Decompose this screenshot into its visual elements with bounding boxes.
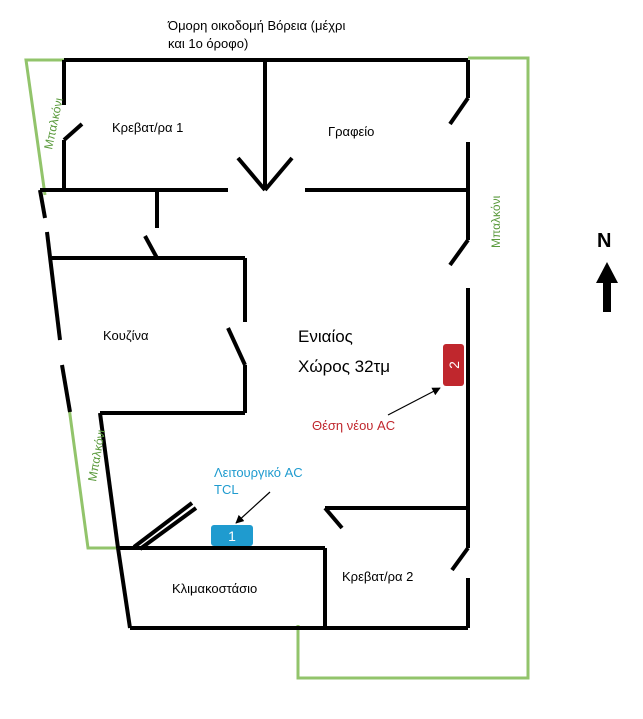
north-arrow-icon [596, 262, 618, 312]
ac-new-pointer [387, 387, 441, 416]
north-label: N [597, 230, 611, 252]
balcony-label-right: Μπαλκόνι [489, 195, 503, 248]
ac-existing-label-2: TCL [214, 482, 239, 497]
room-label-office: Γραφείο [328, 124, 374, 139]
room-label-kitchen: Κουζίνα [103, 328, 149, 343]
ac-new: 2 Θέση νέου AC [312, 344, 464, 433]
ac-existing: 1 Λειτουργικό AC TCL [211, 465, 303, 546]
room-label-bedroom2: Κρεβατ/ρα 2 [342, 569, 413, 584]
ac-new-marker-label: 2 [446, 361, 462, 369]
title-line-2: και 1ο όροφο) [168, 36, 248, 51]
ac-new-label: Θέση νέου AC [312, 418, 395, 433]
ac-existing-marker-label: 1 [228, 528, 236, 544]
ac-existing-pointer [235, 491, 271, 524]
room-label-living-2: Χώρος 32τμ [298, 357, 390, 376]
ac-existing-marker [211, 525, 253, 546]
walls [38, 58, 470, 630]
ac-existing-label-1: Λειτουργικό AC [214, 465, 303, 480]
north-arrow: N [596, 230, 618, 312]
ac-new-marker [443, 344, 464, 386]
room-label-bedroom1: Κρεβατ/ρα 1 [112, 120, 183, 135]
title-line-1: Όμορη οικοδομή Βόρεια (μέχρι [167, 18, 345, 33]
room-label-living-1: Ενιαίος [298, 327, 353, 346]
room-label-stairs: Κλιμακοστάσιο [172, 581, 257, 596]
